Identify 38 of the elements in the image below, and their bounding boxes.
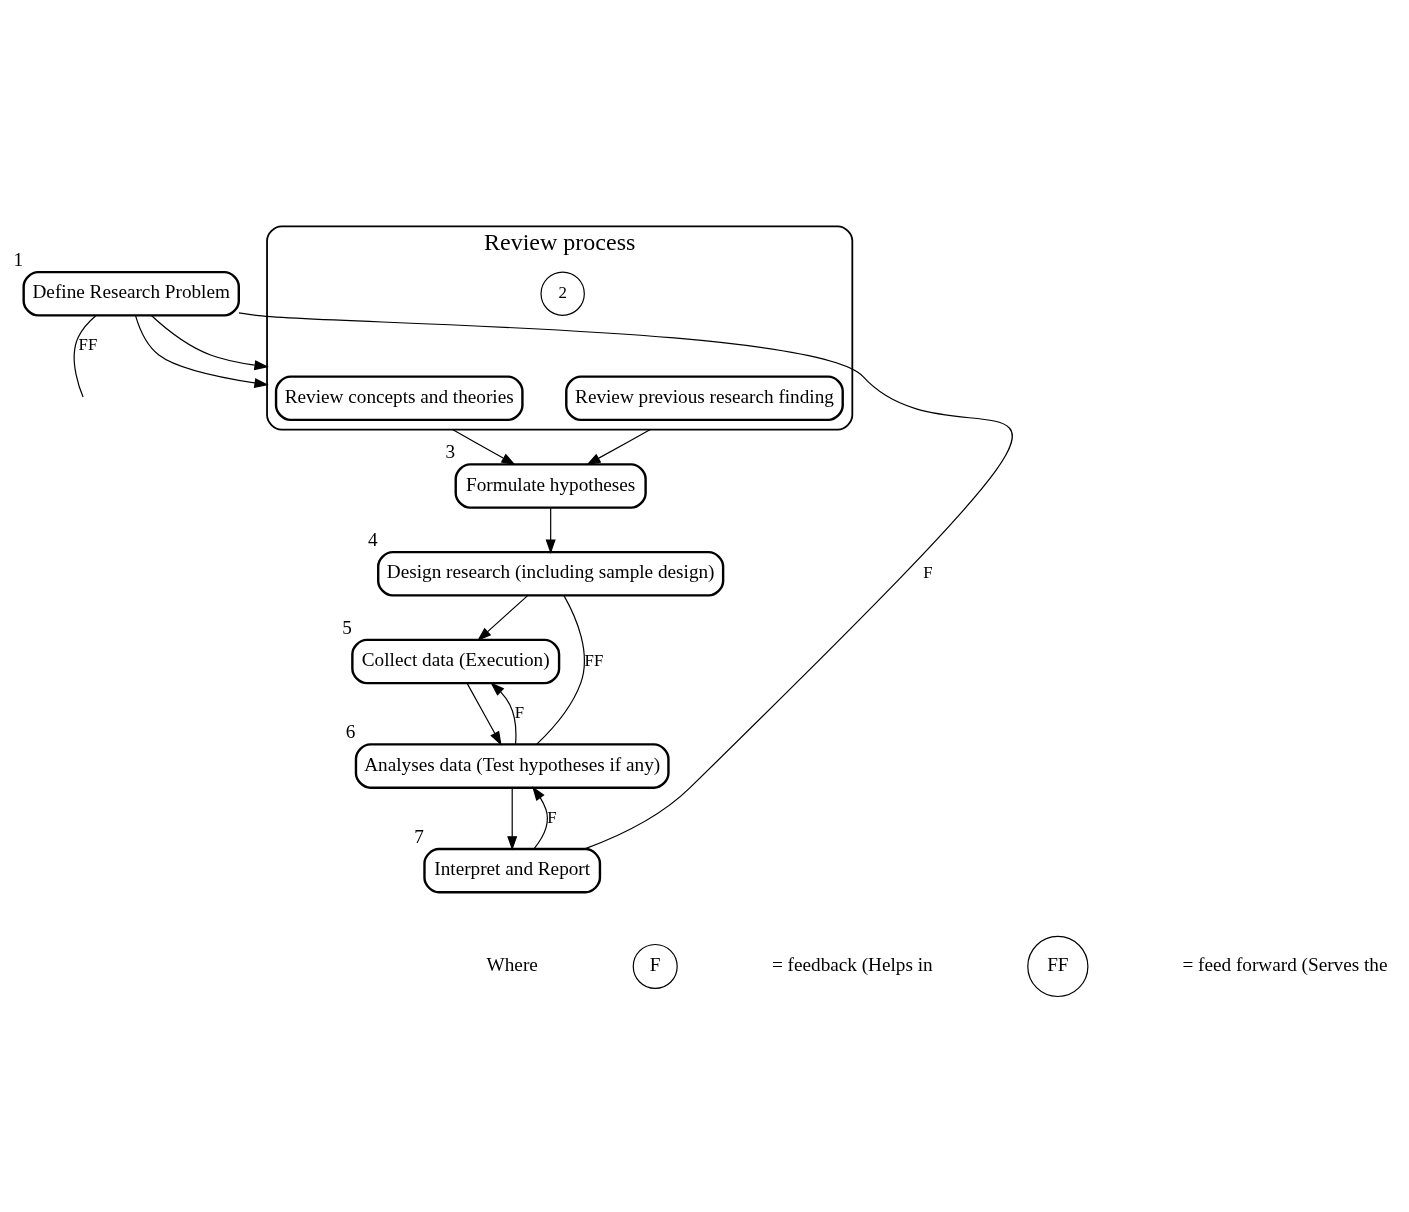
edge-label: F — [923, 562, 933, 582]
label: FF — [1047, 953, 1069, 975]
node-box: Interpret and Report — [423, 847, 602, 893]
arrow — [586, 428, 651, 465]
label: = feedback (Helps in — [771, 953, 933, 975]
node-box: Design research (including sample design) — [377, 550, 725, 597]
connector — [238, 311, 1013, 849]
label: F — [649, 953, 661, 975]
arrow — [150, 314, 269, 370]
edge-label: F — [547, 807, 557, 827]
node-label: 6 — [345, 720, 356, 742]
node-label: 2 — [558, 282, 567, 302]
arrow — [135, 314, 269, 388]
edge-label: F — [514, 702, 525, 722]
node-label: 7 — [414, 825, 424, 847]
arrow — [545, 506, 556, 554]
arrow — [490, 681, 517, 745]
node-box: Analyses data (Test hypotheses if any) — [354, 742, 670, 789]
connector — [73, 314, 97, 398]
node-box: Review concepts and theories — [274, 374, 524, 421]
node-box: Collect data (Execution) — [351, 638, 561, 684]
node-label: 1 — [13, 248, 24, 270]
arrow — [477, 594, 529, 641]
arrow — [466, 682, 502, 746]
arrow — [451, 428, 516, 465]
label: Where — [486, 953, 538, 975]
node-label: 3 — [445, 440, 456, 462]
arrow — [507, 786, 518, 851]
arrow — [532, 785, 548, 849]
edge-label: FF — [78, 334, 98, 354]
node-label: 4 — [367, 528, 378, 550]
node-box: Review previous research finding — [565, 374, 844, 421]
connector — [535, 594, 586, 745]
edge-label: FF — [584, 650, 604, 670]
node-box: Define Research Problem — [22, 270, 240, 317]
label: = feed forward (Serves the — [1182, 953, 1388, 975]
node-label: 5 — [342, 616, 352, 638]
node-box: Formulate hypotheses — [454, 462, 647, 509]
